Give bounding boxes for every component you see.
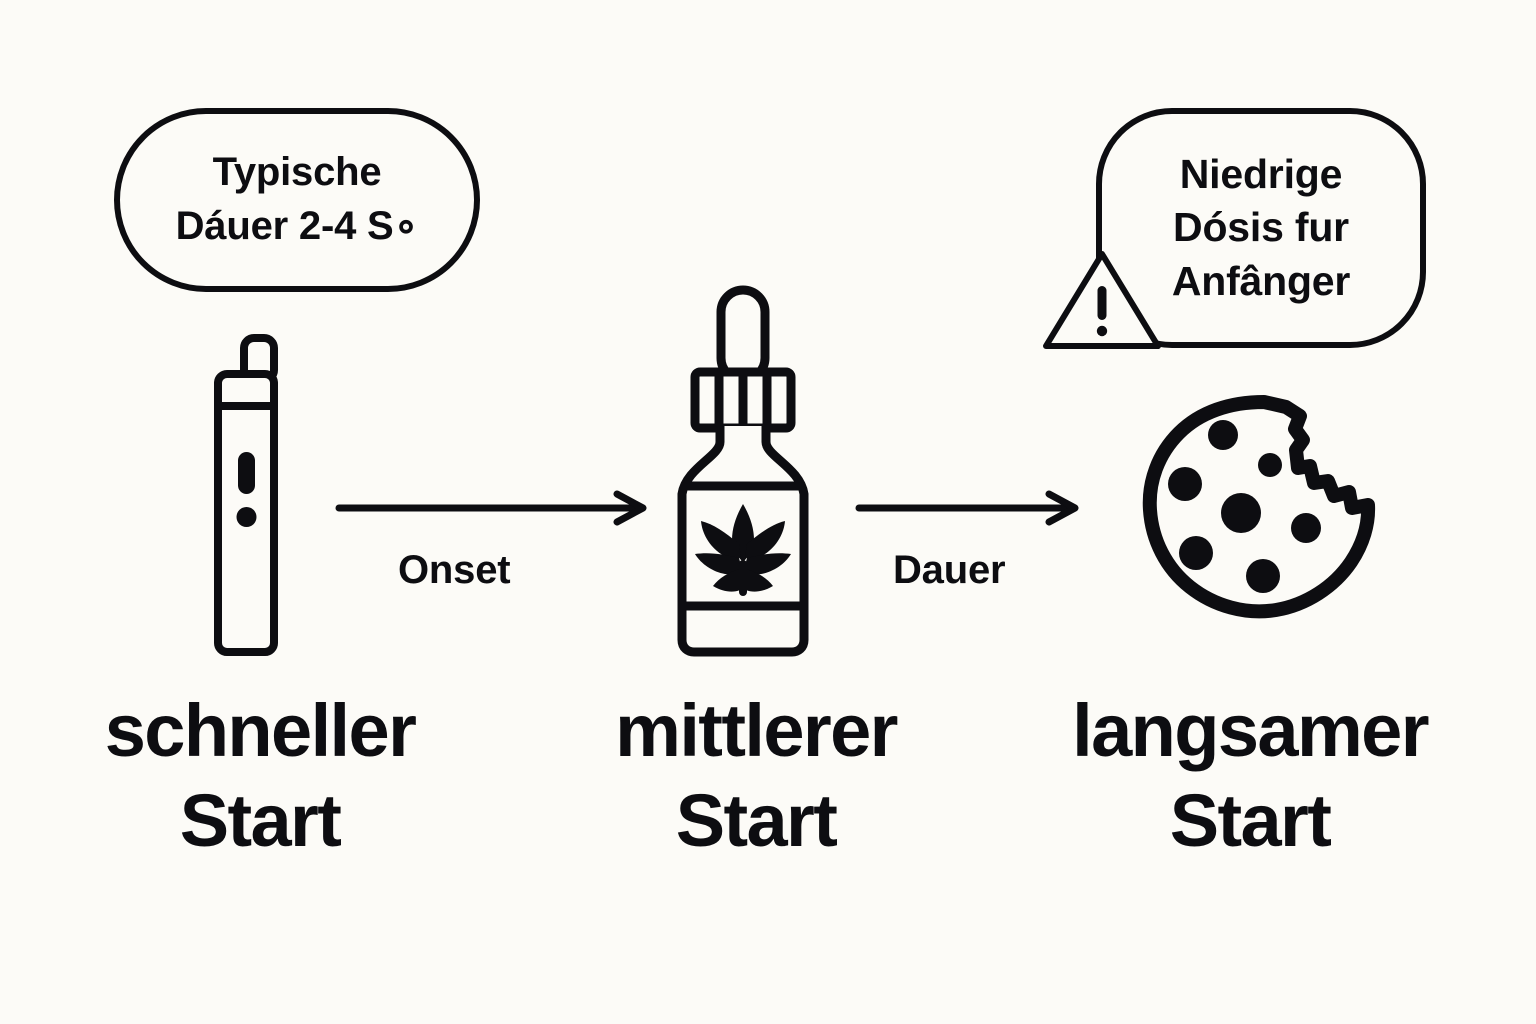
- caption-slow: langsamer Start: [1022, 686, 1478, 867]
- chocolate-chip: [1168, 467, 1202, 501]
- caption-line: Start: [179, 779, 342, 863]
- cannabis-leaf-icon: [695, 504, 791, 596]
- callout-line: Dósis fur: [1173, 204, 1349, 251]
- chocolate-chip: [1179, 536, 1213, 570]
- chocolate-chip: [1258, 453, 1282, 477]
- warning-triangle-icon: [1043, 251, 1161, 349]
- chocolate-chip: [1291, 513, 1321, 543]
- chocolate-chip: [1208, 420, 1238, 450]
- chocolate-chip: [1246, 559, 1280, 593]
- caption-line: Start: [675, 779, 838, 863]
- caption-fast: schneller Start: [32, 686, 488, 867]
- low-dose-warning-callout: Niedrige Dósis fur Anfânger: [1096, 108, 1426, 348]
- callout-line: Typische: [212, 150, 382, 195]
- caption-line: schneller: [104, 689, 417, 772]
- arrow-onset: [335, 490, 647, 526]
- tincture-bottle-icon: [677, 285, 809, 657]
- arrow-dauer-label: Dauer: [893, 548, 1006, 592]
- vape-pen-icon: [214, 334, 278, 656]
- typical-duration-callout: Typische Dáuer 2-4 S∘: [114, 108, 480, 292]
- callout-line: Anfânger: [1171, 257, 1351, 304]
- caption-line: langsamer: [1072, 689, 1429, 772]
- caption-line: Start: [1169, 779, 1332, 863]
- cookie-icon: [1142, 395, 1376, 619]
- callout-line: Niedrige: [1179, 151, 1343, 198]
- arrow-onset-label: Onset: [398, 548, 511, 592]
- callout-line: Dáuer 2-4 S∘: [175, 204, 419, 248]
- chocolate-chip: [1221, 493, 1261, 533]
- caption-medium: mittlerer Start: [528, 686, 984, 867]
- caption-line: mittlerer: [615, 689, 898, 772]
- arrow-dauer: [855, 490, 1079, 526]
